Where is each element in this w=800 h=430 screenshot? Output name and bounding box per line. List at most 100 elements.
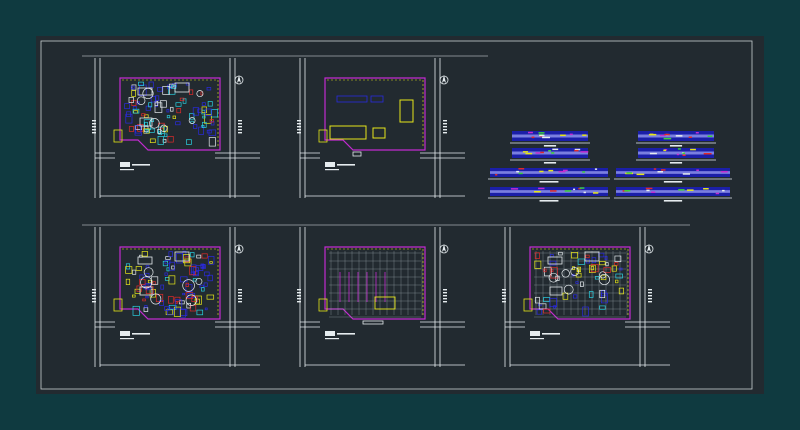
table-row (370, 95, 384, 103)
elevation-1 (510, 131, 590, 147)
elevation-detail (518, 172, 523, 175)
crosswalk-stripe (238, 292, 242, 294)
elevation-detail (707, 135, 713, 137)
furniture-item (598, 252, 605, 258)
elevation-detail (539, 134, 545, 137)
elevation-detail (663, 149, 666, 152)
furniture-item (174, 299, 183, 310)
title-block-line (542, 333, 560, 335)
furniture-item (206, 294, 215, 300)
furniture-item (159, 100, 167, 108)
furniture-item (198, 126, 204, 135)
furniture-item (128, 97, 134, 103)
furniture-item (543, 297, 550, 303)
furniture-item (195, 265, 204, 271)
north-arrow-icon (234, 75, 244, 85)
furniture-item (173, 306, 181, 317)
furniture-item (588, 291, 594, 298)
elevation-detail (677, 148, 681, 150)
furniture-item (594, 276, 600, 280)
furniture-item (549, 260, 557, 266)
crosswalk-stripe (297, 292, 301, 294)
round-table (196, 90, 204, 98)
building-outline (324, 77, 426, 151)
furniture-item (202, 115, 206, 119)
crosswalk-stripe (648, 298, 652, 300)
furniture-item (614, 255, 622, 263)
furniture-item (209, 119, 214, 123)
title-block-mark (325, 331, 335, 336)
elevation-detail (682, 152, 685, 154)
elevation-detail (518, 168, 525, 170)
furniture-item (207, 256, 215, 265)
furniture-item (167, 136, 174, 143)
furniture-item (164, 133, 168, 138)
furniture-item (203, 282, 208, 287)
furniture-item (543, 308, 551, 314)
elevation-detail (593, 192, 599, 194)
furniture-item (207, 274, 213, 282)
furniture-item (150, 96, 157, 103)
furniture-item (141, 251, 148, 257)
title-block-line (337, 164, 355, 166)
furniture-item (162, 138, 167, 143)
furniture-item (166, 115, 171, 119)
crosswalk-stripe (443, 120, 447, 122)
furniture-item (534, 252, 540, 259)
furniture-item (164, 306, 171, 311)
furniture-item (138, 81, 144, 86)
furniture-item (591, 257, 597, 263)
crosswalk-stripe (297, 132, 301, 134)
elevation-3 (510, 148, 590, 164)
elevation-detail (579, 187, 585, 189)
furniture-item (139, 279, 146, 285)
furniture-item (132, 305, 140, 316)
wall-dash (327, 248, 424, 317)
furniture-item (619, 267, 623, 271)
round-table (182, 279, 195, 292)
round-table (149, 118, 160, 129)
ramp-block (318, 298, 328, 312)
furniture-item (201, 287, 205, 292)
elevation-detail (646, 189, 650, 192)
title-block-mark (120, 162, 130, 167)
furniture-item (163, 125, 168, 133)
crosswalk-stripe (297, 129, 301, 131)
furniture-item (599, 305, 606, 310)
building-outline (119, 77, 221, 151)
crosswalk-stripe (297, 120, 301, 122)
elevation-detail (525, 152, 533, 155)
furniture-item (191, 264, 197, 273)
furniture-item (143, 119, 151, 131)
ramp-block (113, 129, 123, 143)
crosswalk-stripe (502, 295, 506, 297)
elevation-title-line (663, 181, 683, 183)
elevation-detail (563, 169, 568, 172)
furniture-item (148, 102, 153, 108)
crosswalk-stripe (238, 123, 242, 125)
round-table (548, 272, 559, 283)
north-arrow-pointer (237, 75, 241, 83)
furniture-item (154, 102, 163, 113)
crosswalk-stripe (648, 289, 652, 291)
furniture-item (615, 279, 619, 284)
crosswalk-stripe (92, 120, 96, 122)
crosswalk-stripe (92, 295, 96, 297)
furniture-item (204, 271, 210, 277)
furniture-item (175, 121, 181, 126)
furniture-item (135, 266, 142, 271)
furniture-item (136, 285, 142, 292)
elevation-detail (688, 136, 692, 138)
furniture-item (582, 306, 589, 317)
round-table (140, 276, 153, 289)
furniture-item (171, 265, 175, 270)
elevation-detail (538, 187, 545, 190)
wall-dash (532, 248, 629, 317)
furniture-item (585, 254, 590, 259)
sheet-frame (40, 40, 753, 390)
crosswalk-stripe (297, 289, 301, 291)
crosswalk-stripe (238, 120, 242, 122)
elevation-band (616, 190, 730, 193)
crosswalk-stripe (443, 301, 447, 303)
